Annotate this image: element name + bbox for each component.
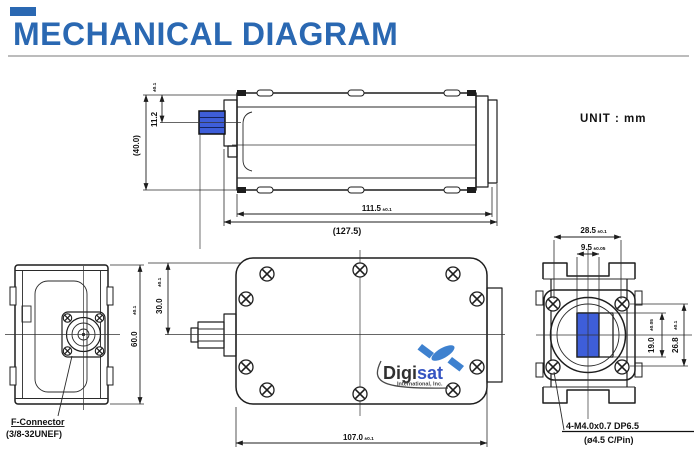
- logo-text: Digisat: [383, 363, 443, 383]
- mount-screw-note-2: (ø4.5 C/Pin): [584, 435, 634, 445]
- mount-slot: [256, 186, 274, 194]
- plan-rear-plate: [486, 287, 503, 383]
- dim-flange-width-tol: ±0.1: [598, 229, 608, 235]
- dim-flange-width: 28.5: [580, 226, 596, 235]
- rear-plate: [487, 99, 498, 184]
- logo-subtitle: International, Inc.: [397, 382, 443, 388]
- logo-text-blue: sat: [417, 363, 443, 383]
- title-underline: [8, 55, 689, 57]
- dim-front-height-tol: ±0.1: [132, 305, 138, 315]
- dim-body-width-tol: ±0.1: [365, 436, 375, 442]
- logo-text-dark: Digi: [383, 363, 417, 383]
- front-flange: [223, 99, 238, 147]
- dim-overall-height: (40.0): [132, 135, 141, 156]
- plan-view: 30.0 ±0.1 107.0 ±0.1 Digisat Internation…: [148, 250, 505, 447]
- dim-connector-offset: 11.2: [150, 111, 159, 127]
- dim-mount-height-tol: ±0.1: [673, 320, 679, 330]
- dim-connector-center-tol: ±0.1: [157, 277, 163, 287]
- page-title: MECHANICAL DIAGRAM: [13, 16, 399, 52]
- f-connector-thread-label: (3/8-32UNEF): [6, 429, 62, 439]
- dim-aperture-height: 19.0: [647, 337, 656, 353]
- dim-body-length: 111.5: [362, 204, 382, 213]
- dim-connector-offset-tol: ±0.1: [152, 82, 158, 92]
- mount-slot: [443, 186, 461, 194]
- rear-view: 28.5 ±0.1 9.5 ±0.05 19.0 ±0.05 26.8 ±0.1…: [535, 226, 694, 445]
- logo-swoosh: [376, 360, 449, 389]
- f-connector-label: F-Connector: [11, 417, 65, 427]
- dim-mount-height: 26.8: [671, 337, 680, 353]
- side-view: (40.0) 11.2 ±0.1 111.5 ±0.1 (127.5): [132, 82, 498, 249]
- digisat-logo: Digisat International, Inc.: [376, 344, 464, 389]
- plan-connector-nub: [197, 321, 225, 349]
- dim-body-length-tol: ±0.1: [383, 207, 393, 213]
- dim-connector-center: 30.0: [155, 298, 164, 314]
- dim-body-width: 107.0: [343, 433, 364, 442]
- satellite-icon: [417, 344, 464, 372]
- mount-slot: [256, 89, 274, 97]
- dim-overall-length: (127.5): [333, 226, 362, 236]
- mount-slot: [347, 89, 365, 97]
- mount-slot: [443, 89, 461, 97]
- plan-connector-plate: [223, 313, 237, 357]
- mount-screw-note: 4-M4.0x0.7 DP6.5: [566, 421, 639, 431]
- side-view-body: [236, 92, 477, 191]
- header-accent-square: [10, 7, 36, 16]
- front-view: 60.0 ±0.1 F-Connector (3/8-32UNEF): [5, 264, 144, 439]
- rear-cap: [475, 95, 489, 188]
- dim-aperture-height-tol: ±0.05: [649, 319, 655, 331]
- unit-label: UNIT : mm: [580, 113, 647, 125]
- dim-front-height: 60.0: [130, 331, 139, 347]
- dim-aperture-width-tol: ±0.05: [594, 246, 606, 252]
- mount-slot: [347, 186, 365, 194]
- dim-aperture-width: 9.5: [581, 243, 593, 252]
